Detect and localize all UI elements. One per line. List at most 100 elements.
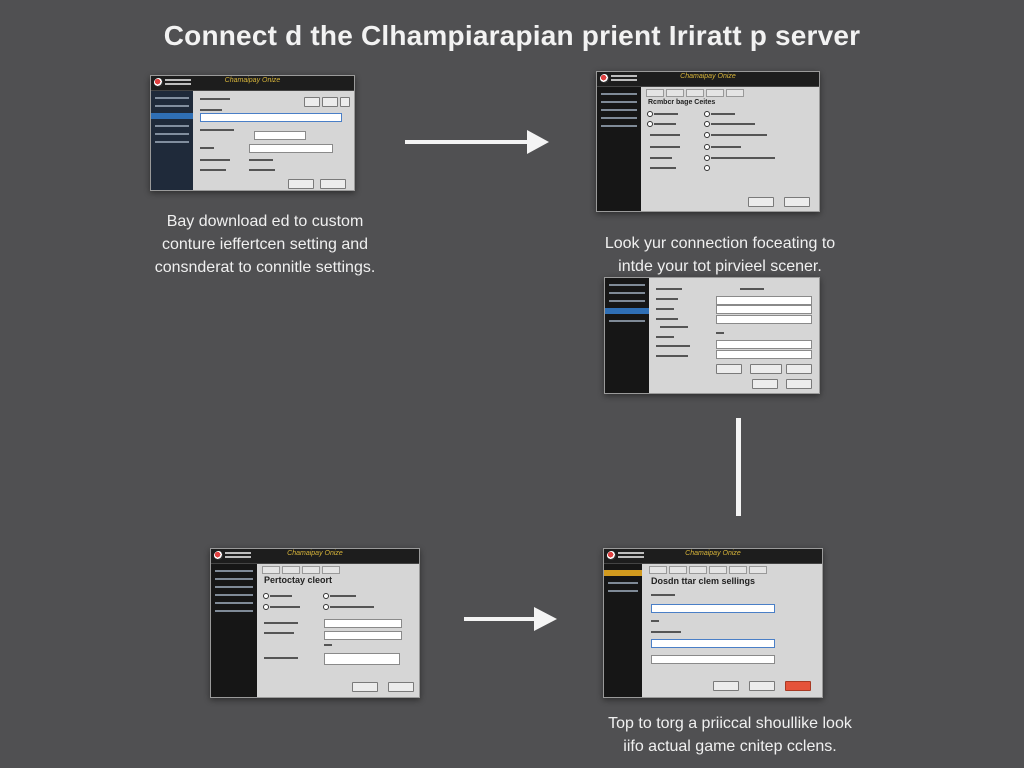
cancel-button[interactable] [749, 681, 775, 691]
tab[interactable] [689, 566, 707, 574]
tab[interactable] [649, 566, 667, 574]
radio-button[interactable] [704, 155, 710, 161]
sidebar-item[interactable] [215, 586, 253, 588]
radio-button[interactable] [263, 604, 269, 610]
sidebar-item-selected[interactable] [151, 113, 193, 119]
dropdown-field[interactable] [324, 631, 402, 640]
sidebar-item-selected[interactable] [605, 308, 649, 314]
text-field[interactable] [716, 340, 812, 349]
radio-button[interactable] [704, 132, 710, 138]
ok-button[interactable] [752, 379, 778, 389]
cancel-button[interactable] [320, 179, 346, 189]
text-field[interactable] [254, 131, 306, 140]
tab[interactable] [749, 566, 767, 574]
sidebar-item[interactable] [608, 582, 638, 584]
sidebar-item[interactable] [155, 133, 189, 135]
sidebar-item[interactable] [609, 284, 645, 286]
sidebar-item[interactable] [215, 594, 253, 596]
cancel-button[interactable] [388, 682, 414, 692]
step-caption-2: Look yur connection foceating to intde y… [604, 235, 836, 275]
small-button[interactable] [340, 97, 350, 107]
sidebar-item[interactable] [215, 610, 253, 612]
radio-button[interactable] [704, 165, 710, 171]
label [650, 167, 676, 169]
sidebar-item[interactable] [609, 320, 645, 322]
tab[interactable] [262, 566, 280, 574]
tab[interactable] [646, 89, 664, 97]
label [654, 123, 676, 125]
dropdown-field[interactable] [716, 305, 812, 314]
connect-button[interactable] [785, 681, 811, 691]
radio-button[interactable] [263, 593, 269, 599]
text-field[interactable] [651, 639, 775, 648]
label [270, 595, 292, 597]
label [200, 98, 230, 100]
radio-button[interactable] [323, 593, 329, 599]
sidebar-item[interactable] [155, 97, 189, 99]
sidebar-item[interactable] [215, 602, 253, 604]
text-field[interactable] [200, 113, 342, 122]
ok-button[interactable] [748, 197, 774, 207]
radio-button[interactable] [704, 111, 710, 117]
sidebar-item[interactable] [155, 141, 189, 143]
dropdown-field[interactable] [249, 144, 333, 153]
sidebar-item[interactable] [601, 101, 637, 103]
tab[interactable] [322, 566, 340, 574]
button[interactable] [750, 364, 782, 374]
tab[interactable] [709, 566, 727, 574]
app-logo-icon [607, 551, 616, 560]
text-field[interactable] [324, 653, 400, 665]
tab[interactable] [666, 89, 684, 97]
label [656, 298, 678, 300]
tab[interactable] [669, 566, 687, 574]
label [330, 595, 356, 597]
window-title: Chamaipay Onize [224, 77, 281, 84]
button[interactable] [786, 364, 812, 374]
button[interactable] [716, 364, 742, 374]
sidebar-item[interactable] [215, 578, 253, 580]
sidebar-item[interactable] [608, 590, 638, 592]
sidebar-item[interactable] [155, 105, 189, 107]
sidebar-item[interactable] [601, 93, 637, 95]
tab[interactable] [302, 566, 320, 574]
small-button[interactable] [322, 97, 338, 107]
text-field[interactable] [716, 296, 812, 305]
sidebar-item[interactable] [155, 125, 189, 127]
dropdown-field[interactable] [716, 350, 812, 359]
tab[interactable] [706, 89, 724, 97]
label [264, 622, 298, 624]
ok-button[interactable] [713, 681, 739, 691]
sidebar [211, 564, 257, 697]
radio-button[interactable] [647, 121, 653, 127]
dropdown-field[interactable] [716, 315, 812, 324]
cancel-button[interactable] [784, 197, 810, 207]
radio-button[interactable] [704, 121, 710, 127]
radio-button[interactable] [704, 144, 710, 150]
tab[interactable] [282, 566, 300, 574]
label [264, 632, 294, 634]
sidebar-item[interactable] [601, 125, 637, 127]
cancel-button[interactable] [786, 379, 812, 389]
small-button[interactable] [304, 97, 320, 107]
text-field[interactable] [651, 604, 775, 613]
sidebar-item-selected[interactable] [604, 570, 642, 576]
sidebar-item[interactable] [601, 109, 637, 111]
window-title: Chamaipay Onize [287, 550, 343, 557]
sidebar-item[interactable] [609, 300, 645, 302]
ok-button[interactable] [288, 179, 314, 189]
label [711, 157, 775, 159]
dropdown-field[interactable] [324, 619, 402, 628]
radio-button[interactable] [323, 604, 329, 610]
tab[interactable] [729, 566, 747, 574]
dropdown-field[interactable] [651, 655, 775, 664]
label [654, 113, 678, 115]
radio-button[interactable] [647, 111, 653, 117]
main-panel: Rcmbcr bage Ceites [642, 87, 819, 211]
ok-button[interactable] [352, 682, 378, 692]
sidebar-item[interactable] [215, 570, 253, 572]
tab[interactable] [726, 89, 744, 97]
sidebar-item[interactable] [609, 292, 645, 294]
window-title-bar: Chamaipay Onize [211, 549, 419, 564]
sidebar-item[interactable] [601, 117, 637, 119]
tab[interactable] [686, 89, 704, 97]
